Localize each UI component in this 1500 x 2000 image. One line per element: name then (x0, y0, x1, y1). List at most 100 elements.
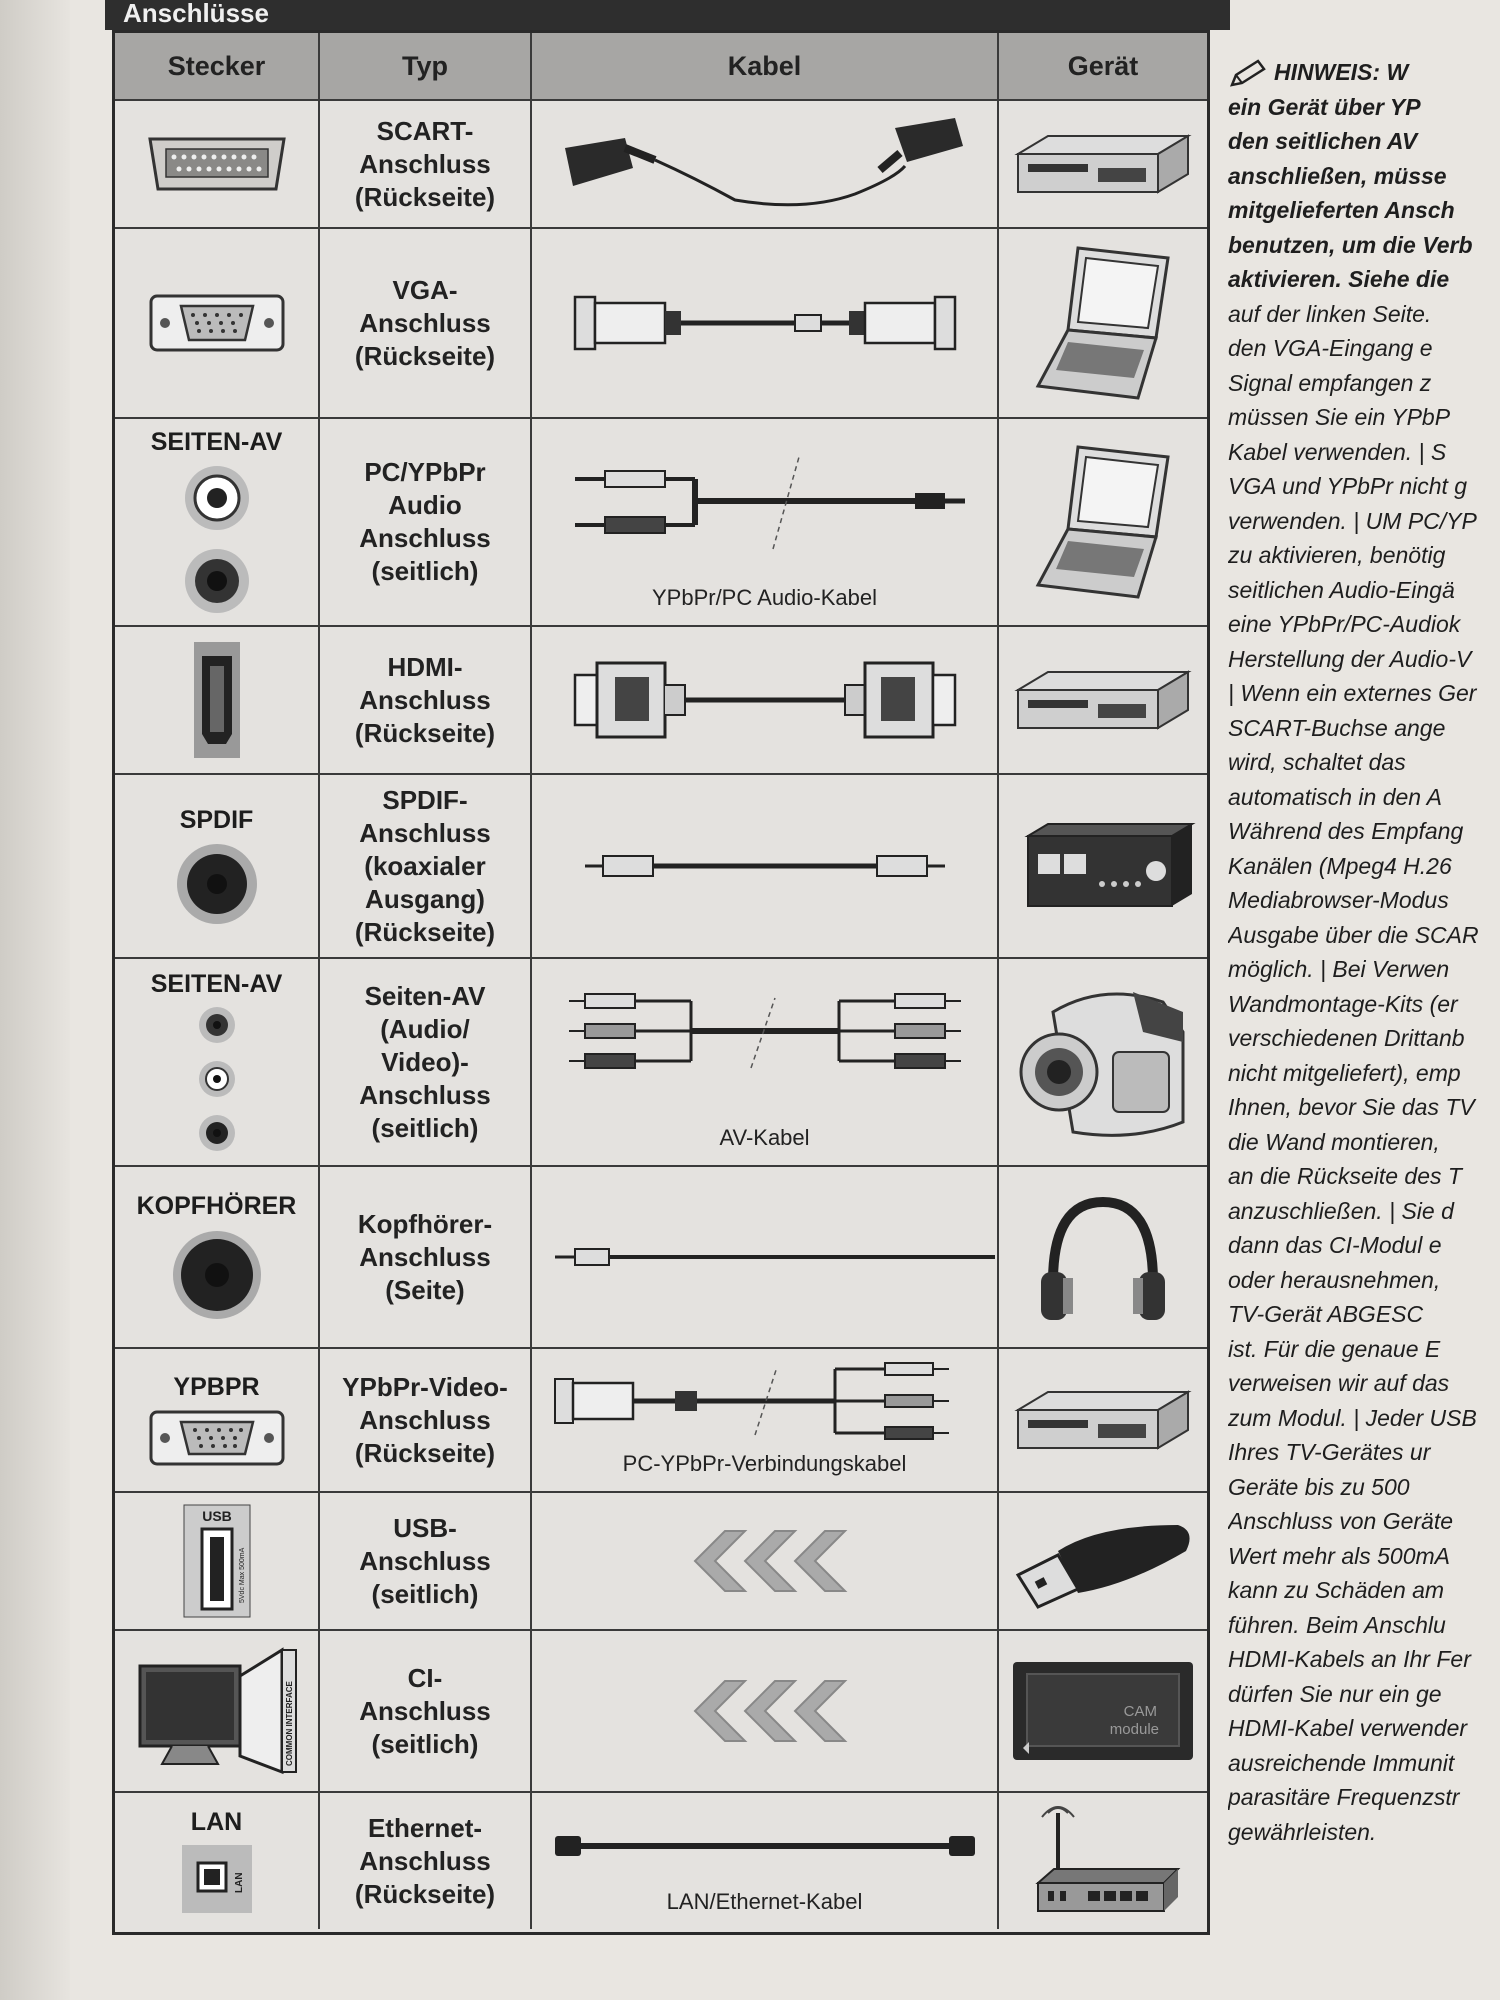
plug-label: KOPFHÖRER (136, 1191, 297, 1220)
note-line: gewährleisten. (1228, 1818, 1377, 1845)
note-line: verweisen wir auf das (1228, 1370, 1450, 1396)
table-header-row: Stecker Typ Kabel Gerät (115, 33, 1207, 101)
headphones-icon (1041, 1196, 1165, 1320)
connector-type: CI-Anschluss(seitlich) (359, 1662, 491, 1759)
ci-slot-icon: COMMON INTERFACE (138, 1647, 297, 1775)
note-line: Wandmontage-Kits (er (1228, 990, 1458, 1017)
connector-type: SCART-Anschluss(Rückseite) (354, 115, 496, 212)
connector-type: VGA-Anschluss(Rückseite) (354, 274, 496, 371)
av-cable-icon (568, 993, 961, 1069)
note-line: anschließen, müsse (1228, 162, 1447, 189)
coaxial-cable-icon (584, 855, 945, 877)
lan-port-icon: LAN (181, 1844, 252, 1913)
note-line: Signal empfangen z (1228, 369, 1432, 396)
insert-direction-arrows-icon (693, 1530, 847, 1592)
insert-direction-arrows-icon (693, 1680, 847, 1742)
type-cell: HDMI-Anschluss(Rückseite) (320, 627, 532, 773)
device-cell (999, 1493, 1207, 1629)
laptop-icon (1035, 246, 1170, 400)
plug-cell: SEITEN-AV (115, 959, 320, 1165)
note-line: aktivieren. Siehe die (1228, 266, 1450, 292)
cable-cell (532, 1167, 999, 1347)
note-line: oder herausnehmen, (1228, 1266, 1441, 1293)
type-cell: CI-Anschluss(seitlich) (320, 1631, 532, 1791)
hdmi-port-icon (193, 642, 240, 758)
device-cell (999, 101, 1207, 227)
section-title: Anschlüsse (105, 0, 1230, 30)
spdif-jack-icon (176, 843, 257, 924)
dvd-recorder-icon (1014, 134, 1192, 194)
ethernet-cable-icon (554, 1836, 975, 1856)
connector-type: HDMI-Anschluss(Rückseite) (354, 651, 496, 748)
cable-cell: AV-Kabel (532, 959, 999, 1165)
scart-port-icon (147, 137, 286, 191)
note-line: möglich. | Bei Verwen (1228, 956, 1450, 982)
note-line: VGA und YPbPr nicht g (1228, 473, 1468, 499)
usb-label: USB (202, 1508, 232, 1524)
note-line: Mediabrowser-Modus (1228, 887, 1449, 913)
cable-caption: LAN/Ethernet-Kabel (666, 1889, 863, 1914)
type-cell: Kopfhörer-Anschluss(Seite) (320, 1167, 532, 1347)
module-label: module (1110, 1721, 1159, 1738)
note-line: verwenden. | UM PC/YP (1228, 507, 1477, 534)
device-cell (999, 627, 1207, 773)
plug-label: SEITEN-AV (150, 969, 283, 998)
amplifier-icon (1024, 823, 1196, 907)
plug-cell: USB 5Vdc Max 500mA (115, 1493, 320, 1629)
device-cell (999, 229, 1207, 417)
scart-cable-icon (564, 118, 963, 207)
pencil-icon (1229, 59, 1266, 87)
hdmi-cable-icon (573, 661, 956, 739)
device-cell (999, 959, 1207, 1165)
ypbpr-vga-port-icon (149, 1410, 284, 1465)
note-line: HDMI-Kabels an Ihr Fer (1228, 1646, 1471, 1672)
camcorder-icon (1019, 992, 1185, 1137)
cable-cell (532, 627, 999, 773)
note-line: TV-Gerät ABGESC (1228, 1301, 1424, 1327)
cable-cell (532, 1631, 999, 1791)
type-cell: YPbPr-Video-Anschluss(Rückseite) (320, 1349, 532, 1491)
note-line: nicht mitgeliefert), emp (1228, 1059, 1461, 1086)
note-line: auf der linken Seite. (1228, 300, 1432, 327)
note-line: die Wand montieren, (1228, 1128, 1440, 1155)
usb-stick-icon (1015, 1525, 1190, 1609)
plug-label: SPDIF (179, 805, 254, 834)
page-gutter-shadow (0, 0, 70, 2000)
dvd-recorder-icon (1014, 670, 1192, 730)
connector-type: Seiten-AV(Audio/Video)-Anschluss(seitlic… (359, 980, 491, 1143)
note-line: | Wenn ein externes Ger (1228, 680, 1477, 706)
device-cell (999, 419, 1207, 625)
type-cell: USB-Anschluss(seitlich) (320, 1493, 532, 1629)
plug-cell (115, 229, 320, 417)
plug-label: YPBPR (173, 1372, 260, 1401)
table-row: COMMON INTERFACE CI-Anschluss(seitlich) … (115, 1631, 1207, 1793)
note-line: Ihres TV-Gerätes ur (1228, 1439, 1431, 1465)
router-icon (1035, 1806, 1181, 1912)
note-line: Wert mehr als 500mA (1228, 1542, 1450, 1569)
dvd-recorder-icon (1014, 1390, 1192, 1450)
table-row: SCART-Anschluss(Rückseite) (115, 101, 1207, 229)
note-line: Herstellung der Audio-V (1228, 645, 1472, 672)
vga-port-icon (149, 294, 284, 352)
note-line: parasitäre Frequenzstr (1228, 1784, 1460, 1810)
note-line: seitlichen Audio-Eingä (1228, 576, 1455, 603)
cam-module-icon: CAM module (1013, 1662, 1193, 1760)
note-line: verschiedenen Drittanb (1228, 1025, 1465, 1051)
device-cell (999, 1349, 1207, 1491)
header-type: Typ (320, 33, 532, 99)
ci-slot-label: COMMON INTERFACE (285, 1680, 294, 1766)
plug-cell (115, 627, 320, 773)
table-row: HDMI-Anschluss(Rückseite) (115, 627, 1207, 775)
note-line: Ausgabe über die SCAR (1228, 921, 1479, 948)
header-cable: Kabel (532, 33, 999, 99)
note-line: führen. Beim Anschlu (1228, 1611, 1446, 1638)
note-line: zum Modul. | Jeder USB (1228, 1404, 1477, 1431)
table-row: YPBPR YPbPr-Video-Anschluss(Rückseite) (115, 1349, 1207, 1493)
plug-cell: COMMON INTERFACE (115, 1631, 320, 1791)
note-line: Geräte bis zu 500 (1228, 1473, 1410, 1500)
usb-rating-label: 5Vdc Max 500mA (239, 1547, 246, 1603)
